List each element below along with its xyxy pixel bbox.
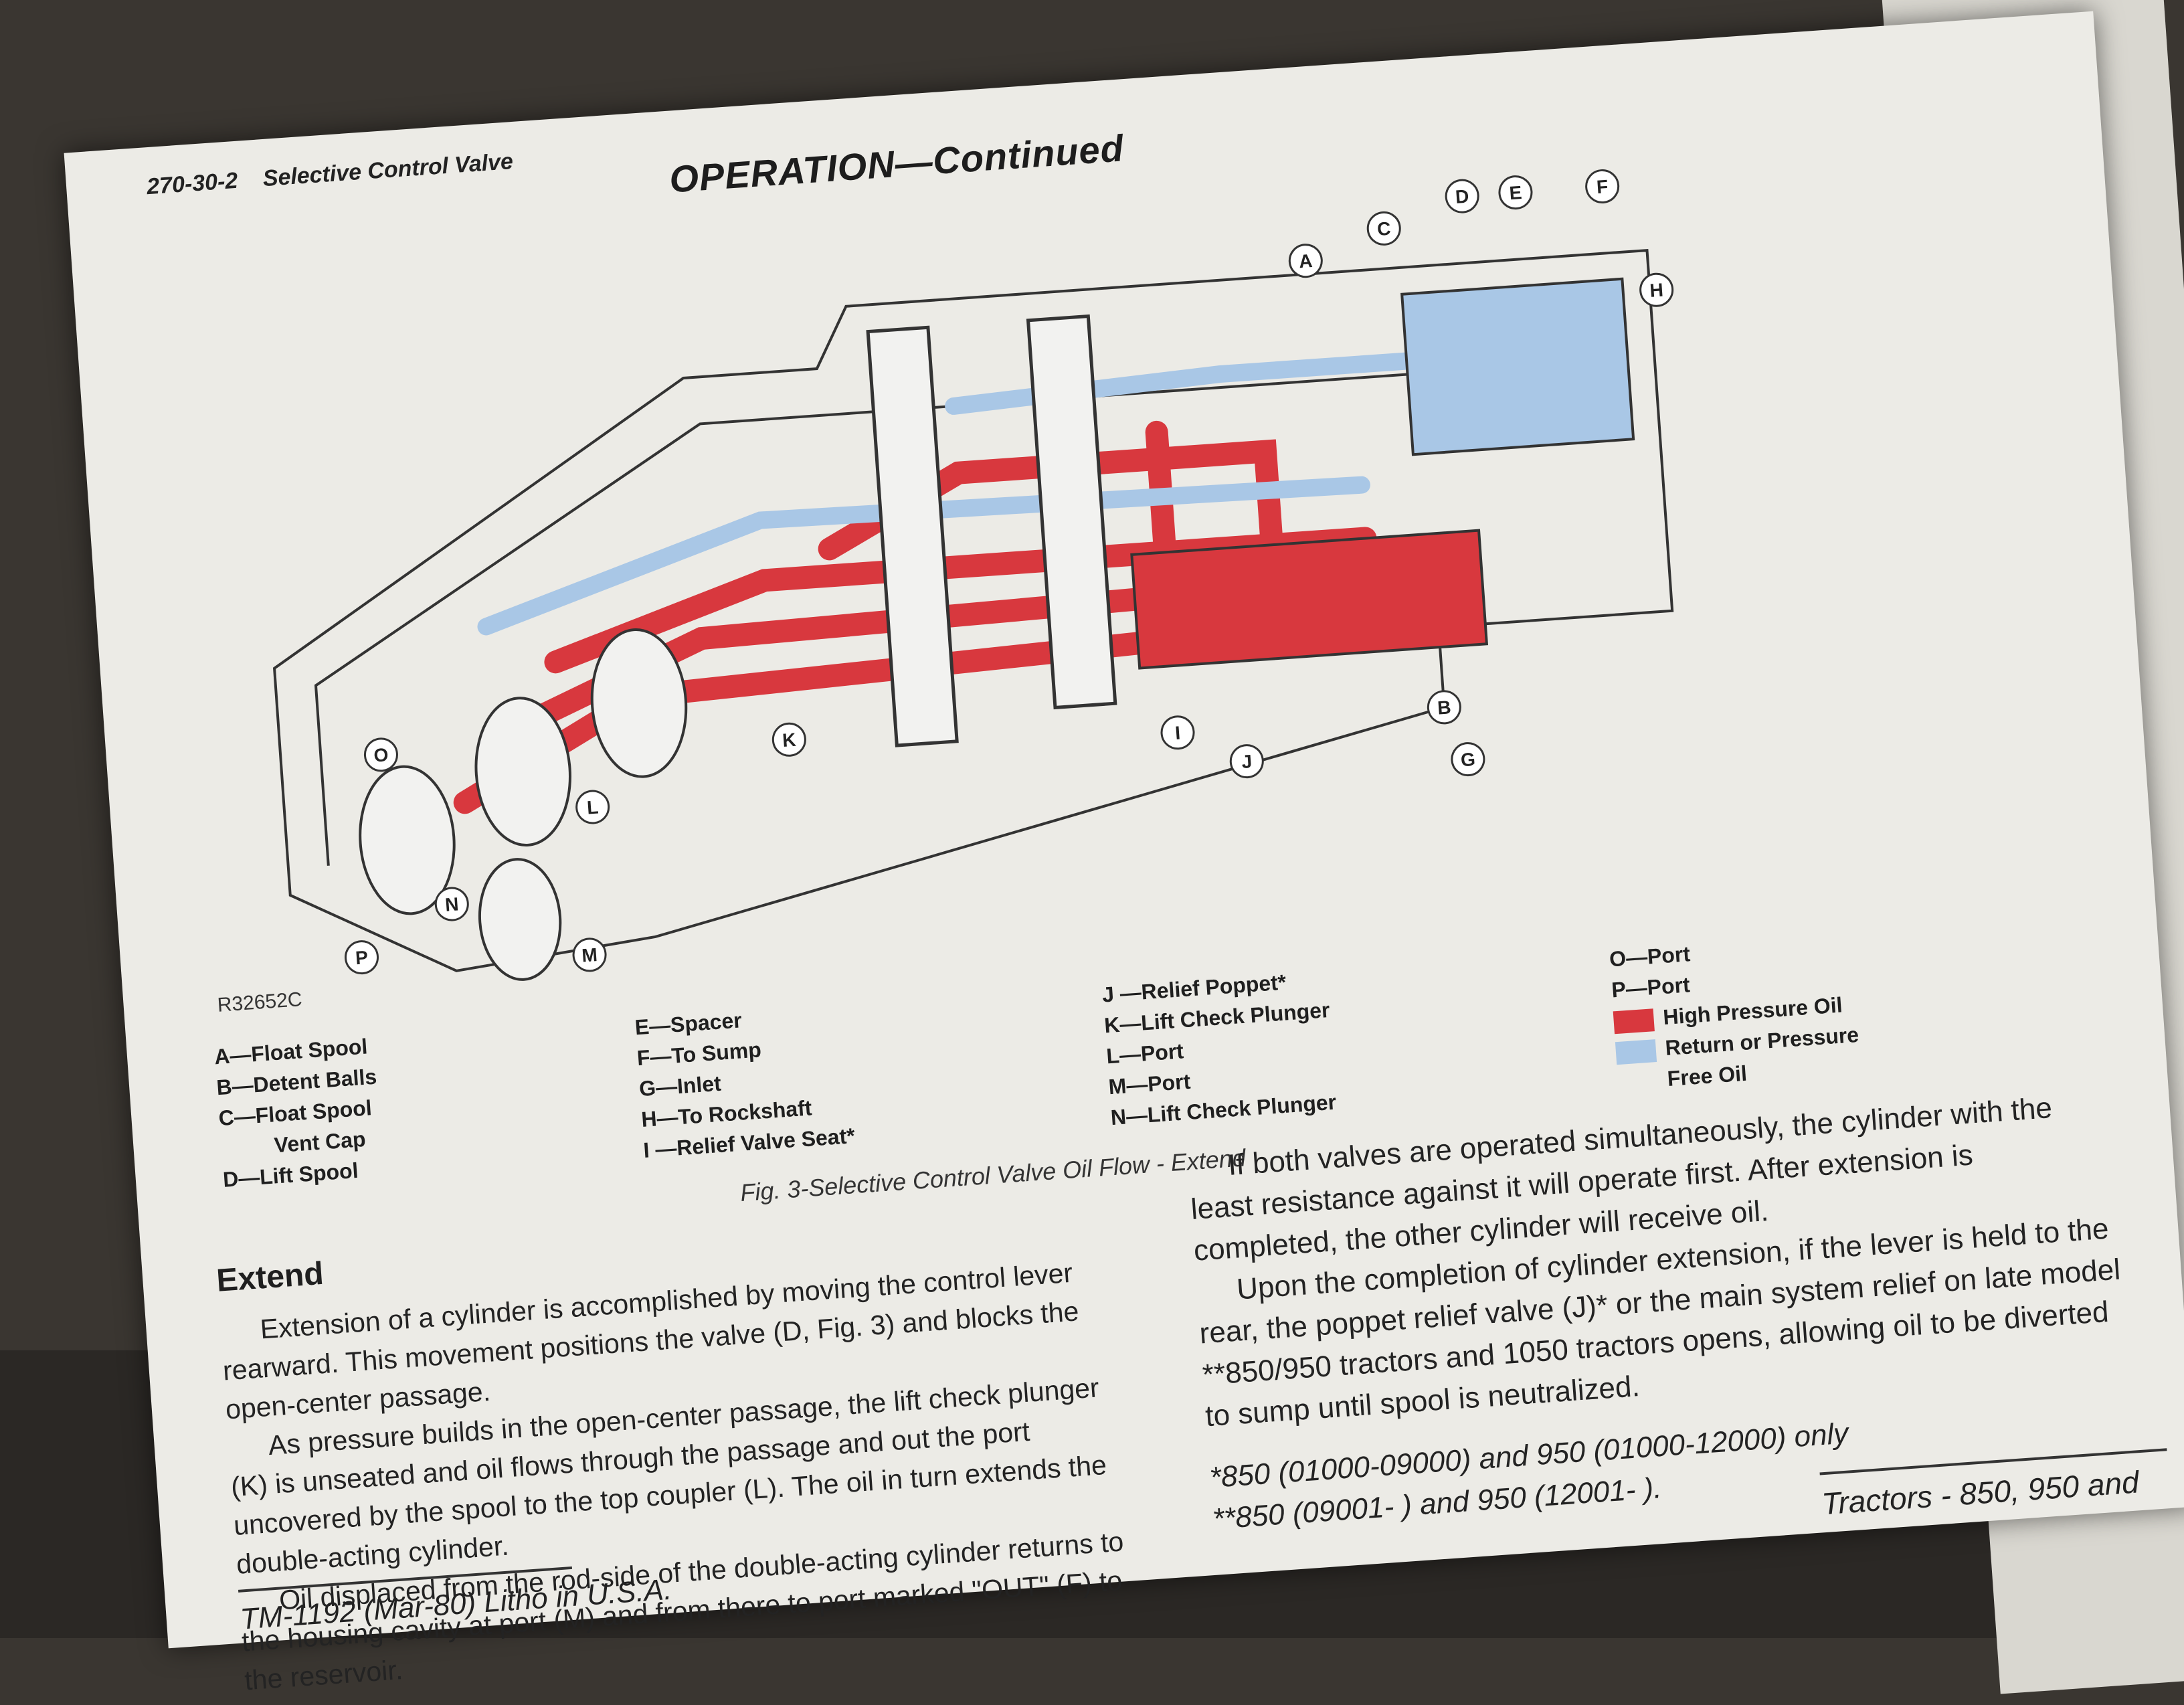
page-code: 270-30-2 xyxy=(146,167,239,200)
return-swatch xyxy=(1615,1039,1657,1065)
callout-b: B xyxy=(1437,697,1451,718)
callout-j: J xyxy=(1241,751,1253,772)
high-pressure-swatch xyxy=(1613,1008,1655,1034)
valve-housing xyxy=(272,248,1674,972)
valve-diagram: A B C D E F G H I J K L M N O P xyxy=(272,169,1674,981)
callout-a: A xyxy=(1298,250,1313,272)
callout-n: N xyxy=(444,893,459,915)
section-heading: Extend xyxy=(215,1255,325,1299)
callout-d: D xyxy=(1455,185,1469,207)
legend-column-2: E—Spacer F—To Sump G—Inlet H—To Rockshaf… xyxy=(634,997,856,1166)
spools xyxy=(866,314,1117,747)
body-right-column: If both valves are operated simultaneous… xyxy=(1186,1083,2135,1540)
sump-chamber xyxy=(1400,277,1635,456)
manual-page: 270-30-2 Selective Control Valve OPERATI… xyxy=(64,11,2184,1696)
body-left-column: Extension of a cylinder is accomplished … xyxy=(219,1250,1147,1700)
callout-p: P xyxy=(355,947,369,968)
figure-code: R32652C xyxy=(216,988,303,1016)
legend-column-3: J —Relief Poppet* K—Lift Check Plunger L… xyxy=(1101,964,1337,1133)
section-name: Selective Control Valve xyxy=(262,149,515,192)
callout-k: K xyxy=(782,729,796,751)
callout-e: E xyxy=(1509,182,1523,203)
inlet-chamber xyxy=(1130,529,1489,670)
callout-m: M xyxy=(581,944,598,966)
legend-column-1: A—Float Spool B—Detent Balls C—Float Spo… xyxy=(213,1030,385,1195)
callout-g: G xyxy=(1460,749,1476,770)
couplers xyxy=(359,628,688,981)
callout-c: C xyxy=(1376,218,1391,240)
callout-h: H xyxy=(1649,280,1663,301)
page-header: 270-30-2 Selective Control Valve xyxy=(146,149,514,200)
callout-l: L xyxy=(586,796,599,818)
callout-i: I xyxy=(1174,723,1181,743)
callouts: A B C D E F G H I J K L M N O P xyxy=(344,169,1674,975)
callout-f: F xyxy=(1596,176,1609,197)
legend-column-4: O—Port P—Port High Pressure Oil Return o… xyxy=(1609,927,1862,1097)
callout-o: O xyxy=(373,744,389,766)
